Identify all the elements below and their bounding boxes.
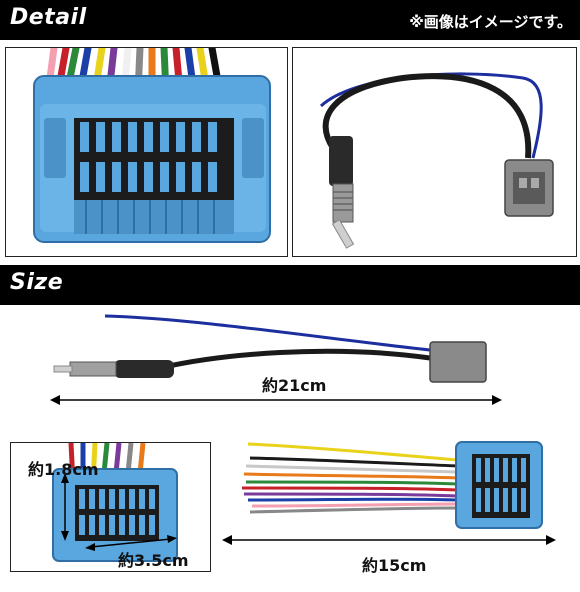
harness-length-dimension-line	[222, 535, 556, 545]
connector-closeup-photo	[5, 47, 288, 257]
size-header-bar: Size	[0, 265, 580, 305]
detail-header-bar: Detail ※画像はイメージです。	[0, 0, 580, 40]
antenna-adapter-photo	[292, 47, 577, 257]
connector-width-label: 約3.5cm	[118, 551, 189, 570]
antenna-length-dimension-line	[50, 395, 502, 405]
harness-length-label: 約15cm	[362, 556, 427, 575]
connector-height-label: 約1.8cm	[28, 460, 99, 479]
detail-title: Detail	[10, 5, 87, 30]
antenna-cable-illustration	[53, 314, 487, 383]
wiring-harness-illustration	[241, 441, 543, 529]
image-disclaimer-note: ※画像はイメージです。	[409, 13, 572, 31]
connector-dimensions-photo	[10, 442, 211, 572]
size-title: Size	[10, 270, 64, 295]
antenna-length-label: 約21cm	[262, 376, 327, 395]
